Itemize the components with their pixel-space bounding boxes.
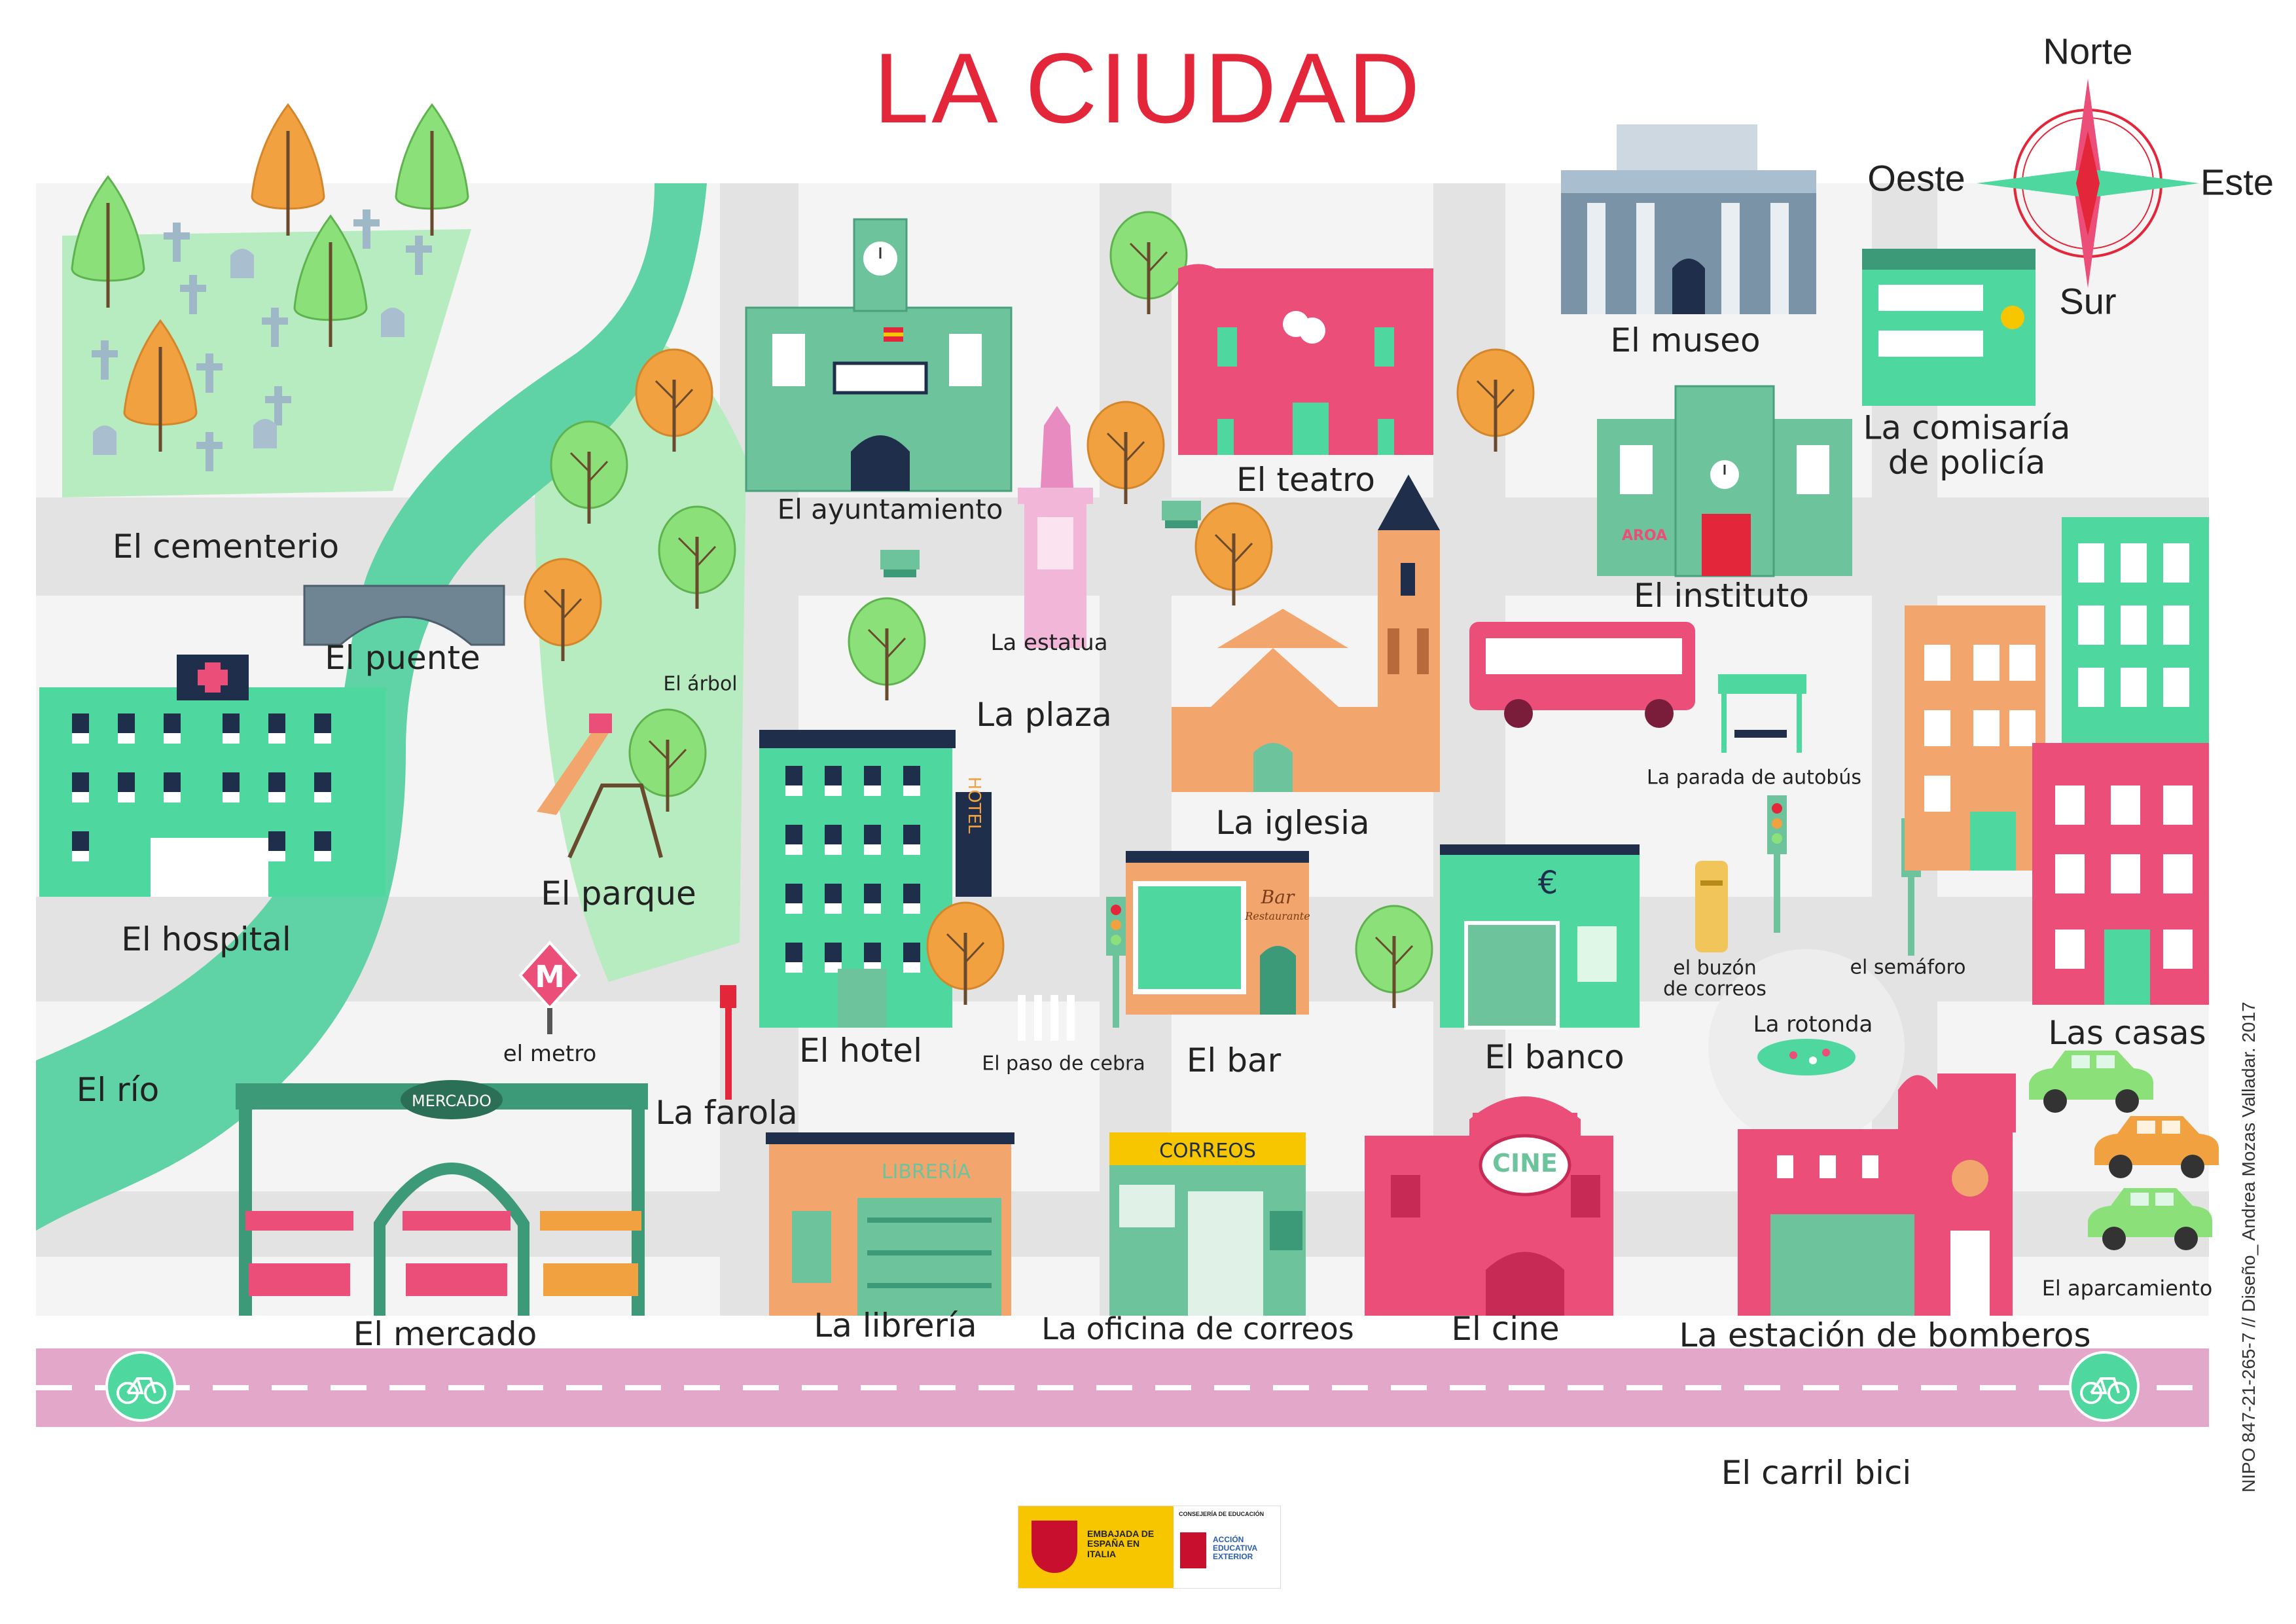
cinema-sign: CINE — [1492, 1149, 1558, 1178]
label-parada-autobus: La parada de autobús — [1647, 766, 1861, 789]
label-oficina-correos: La oficina de correos — [1041, 1311, 1354, 1346]
spain-coat-of-arms-icon — [1031, 1521, 1077, 1573]
bar-sign: Bar — [1261, 886, 1295, 908]
label-aparcamiento: El aparcamiento — [2041, 1276, 2213, 1301]
hotel-sign: HOTEL — [964, 777, 984, 834]
compass-east: Este — [2200, 161, 2274, 203]
label-banco: El banco — [1484, 1038, 1624, 1076]
bike-lane-left-icon — [105, 1351, 176, 1422]
label-parque: El parque — [541, 875, 696, 912]
label-buzon: el buzón de correos — [1663, 956, 1767, 1000]
consejeria-text: CONSEJERÍA DE EDUCACIÓN — [1179, 1511, 1265, 1517]
label-farola: La farola — [655, 1094, 798, 1132]
education-mark-icon — [1180, 1532, 1206, 1568]
credit-text: NIPO 847-21-265-7 // Diseño_ Andrea Moza… — [2238, 1001, 2259, 1492]
label-rio: El río — [76, 1071, 160, 1109]
label-paso-cebra: El paso de cebra — [982, 1052, 1145, 1075]
label-libreria: La librería — [814, 1307, 977, 1344]
label-cementerio: El cementerio — [112, 528, 340, 566]
embassy-logo-text: EMBAJADA DE ESPAÑA EN ITALIA — [1087, 1528, 1155, 1559]
label-hospital: El hospital — [121, 920, 291, 958]
label-plaza: La plaza — [976, 696, 1112, 734]
label-mercado: El mercado — [353, 1315, 537, 1353]
label-museo: El museo — [1610, 321, 1761, 359]
label-iglesia: La iglesia — [1215, 804, 1370, 842]
embassy-logo: EMBAJADA DE ESPAÑA EN ITALIA — [1018, 1506, 1174, 1588]
label-metro: el metro — [503, 1041, 597, 1067]
label-arbol: El árbol — [663, 672, 738, 696]
label-semaforo: el semáforo — [1850, 956, 1966, 979]
metro-sign-text: M — [535, 959, 565, 994]
label-hotel: El hotel — [799, 1032, 922, 1070]
compass-west: Oeste — [1867, 157, 1965, 199]
label-estatua: La estatua — [990, 630, 1108, 656]
label-cine: El cine — [1451, 1310, 1560, 1348]
label-instituto: El instituto — [1634, 577, 1809, 615]
label-teatro: El teatro — [1236, 461, 1376, 499]
label-casas: Las casas — [2048, 1014, 2206, 1052]
label-rotonda: La rotonda — [1753, 1011, 1873, 1038]
label-puente: El puente — [325, 639, 480, 677]
sponsor-logos: EMBAJADA DE ESPAÑA EN ITALIA CONSEJERÍA … — [1018, 1506, 1281, 1589]
post-office-sign: CORREOS — [1159, 1140, 1256, 1163]
bookshop-sign: LIBRERÍA — [882, 1160, 971, 1183]
market-sign: MERCADO — [412, 1092, 492, 1110]
bar-sign-sub: Restaurante — [1244, 910, 1310, 922]
label-comisaria: La comisaría de policía — [1863, 408, 2071, 481]
label-carril-bici: El carril bici — [1721, 1454, 1912, 1492]
school-graffiti: AROA — [1622, 528, 1667, 544]
compass-north: Norte — [2043, 30, 2133, 72]
compass-south: Sur — [2059, 280, 2117, 322]
bike-lane-right-icon — [2069, 1351, 2140, 1422]
label-bomberos: La estación de bomberos — [1679, 1316, 2091, 1354]
accion-text: ACCIÓN EDUCATIVA EXTERIOR — [1213, 1535, 1257, 1562]
compass-rose — [1977, 79, 2199, 288]
bank-sign: € — [1538, 865, 1558, 901]
label-ayuntamiento: El ayuntamiento — [777, 493, 1003, 526]
label-bar: El bar — [1186, 1041, 1282, 1079]
education-logo: CONSEJERÍA DE EDUCACIÓN ACCIÓN EDUCATIVA… — [1174, 1506, 1280, 1588]
page-title: LA CIUDAD — [873, 33, 1423, 144]
